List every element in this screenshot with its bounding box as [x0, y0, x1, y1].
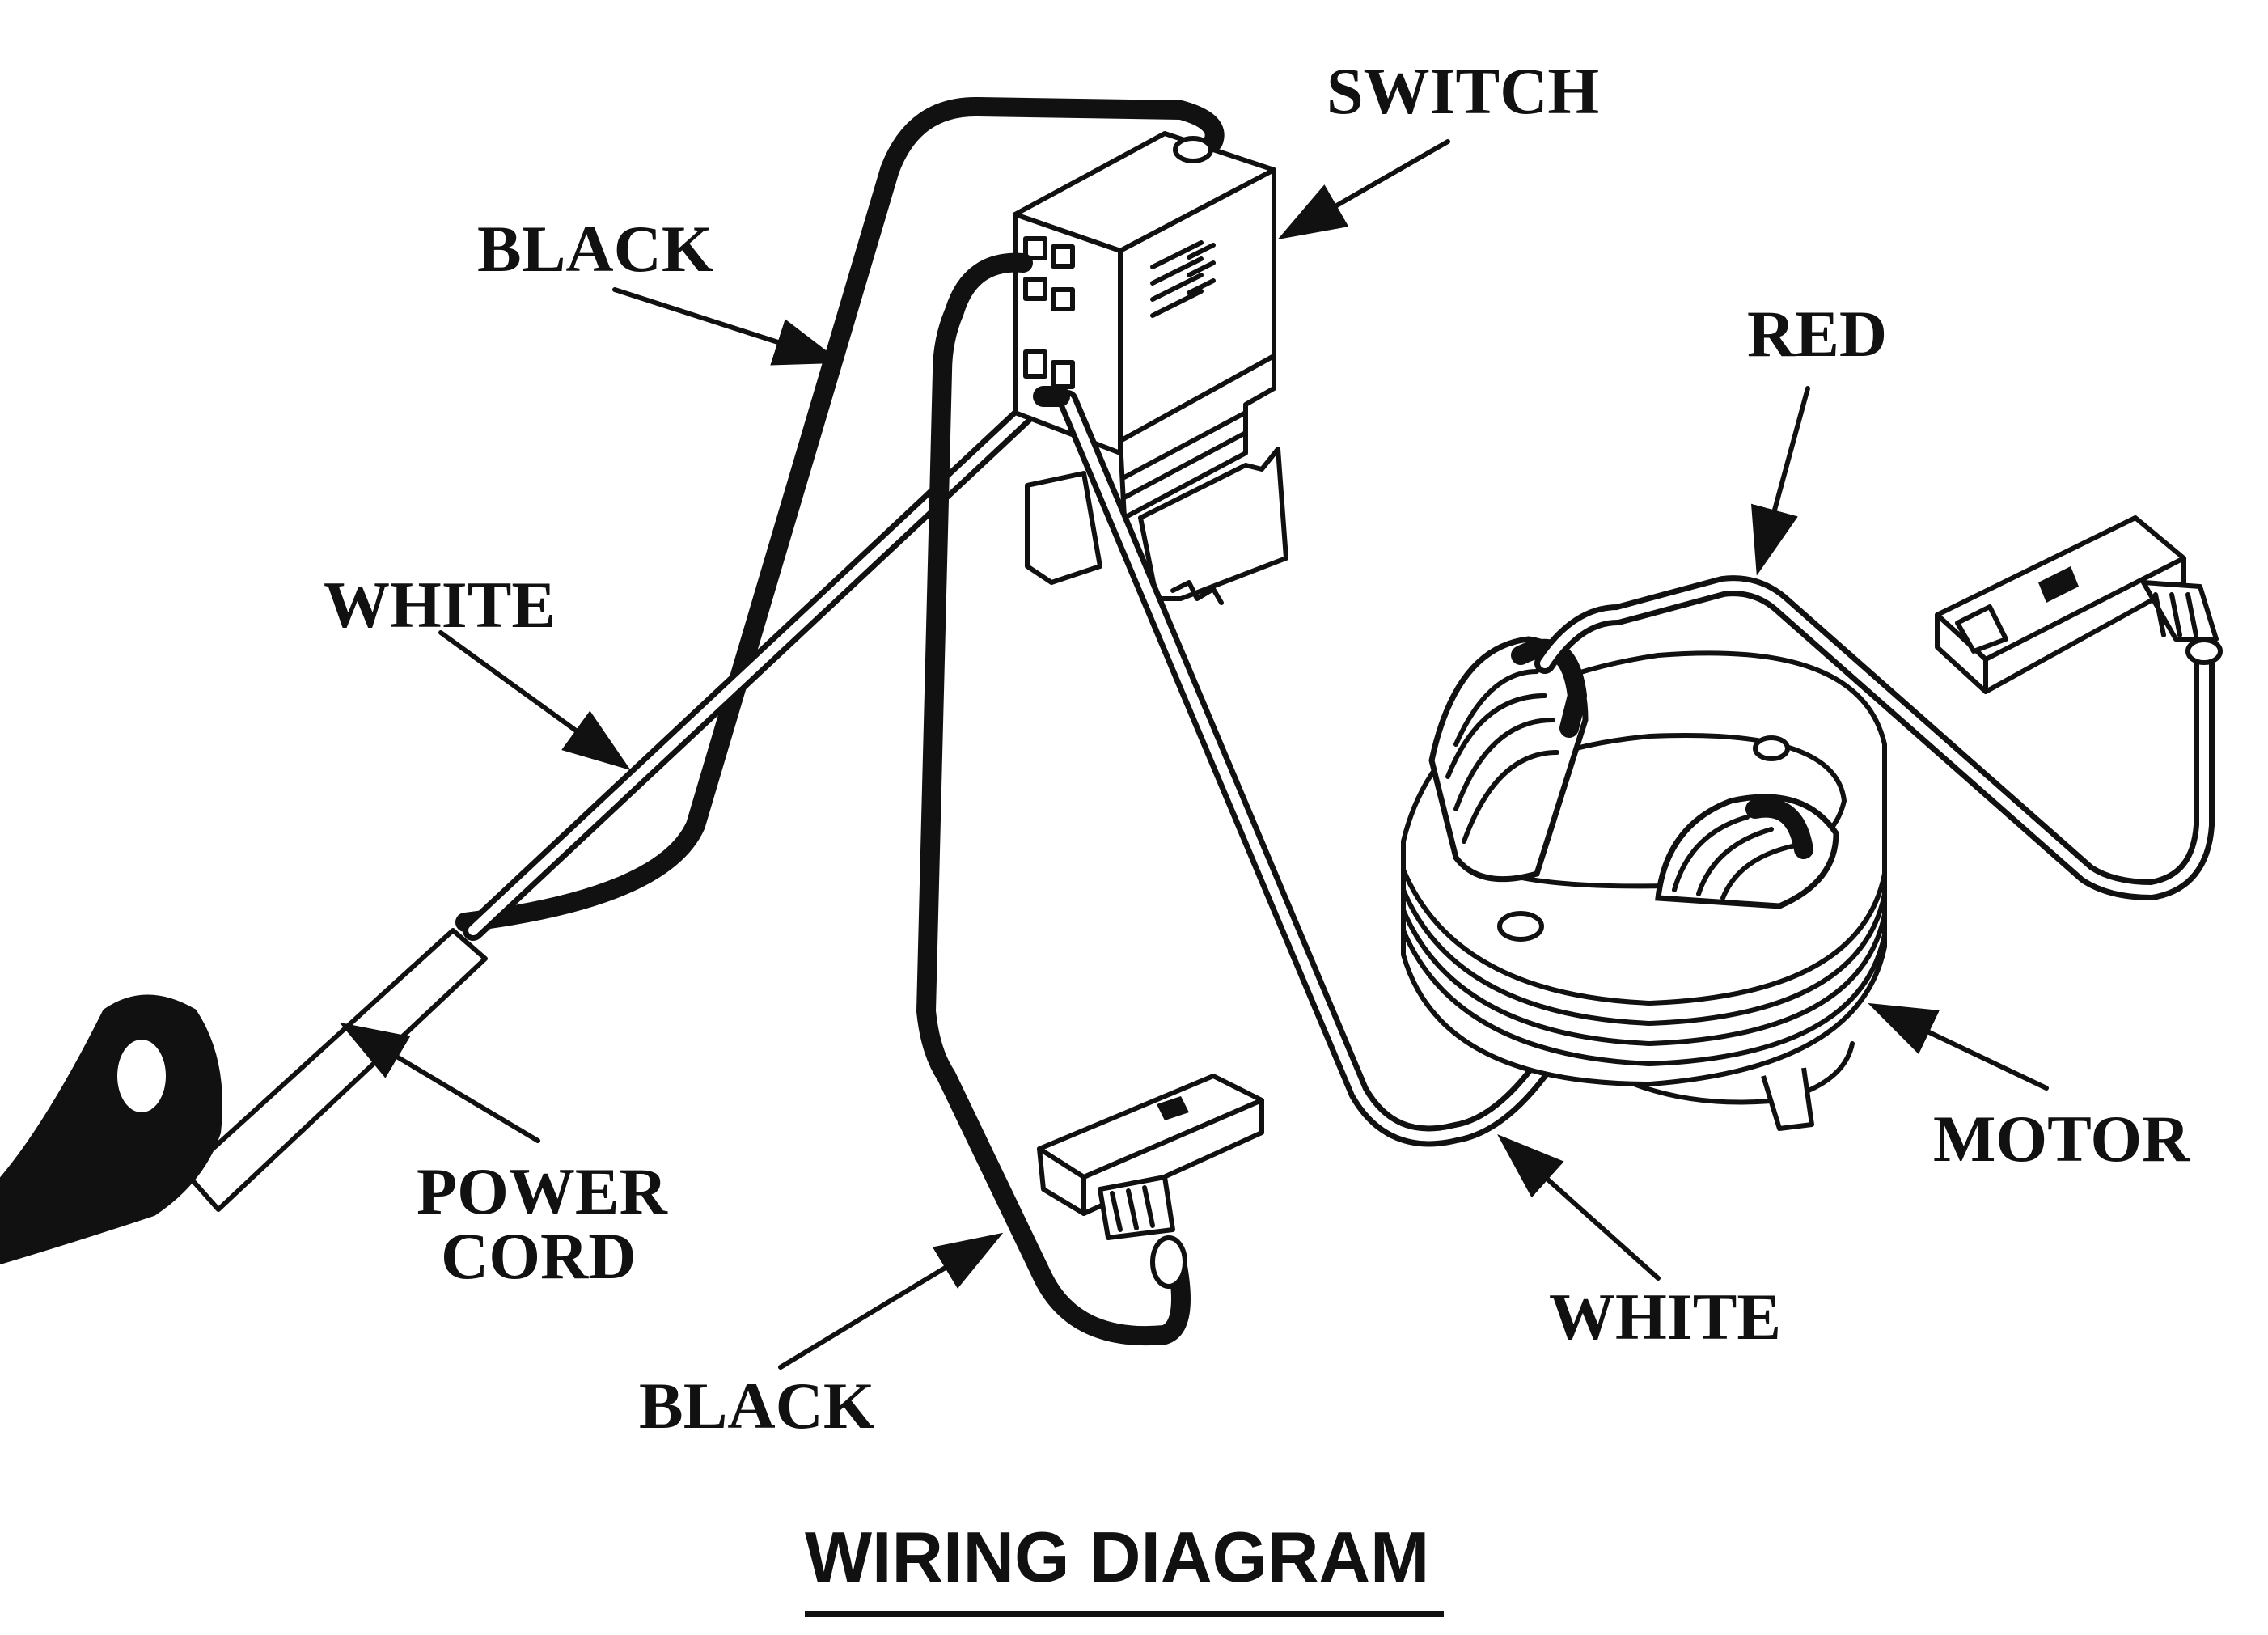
- label-black-bottom: BLACK: [639, 1369, 875, 1442]
- motor-stator-icon: [1401, 636, 1887, 1131]
- label-switch: SWITCH: [1327, 54, 1599, 128]
- black-wire-top: [455, 96, 1225, 932]
- diagram-title: WIRING DIAGRAM: [805, 1517, 1429, 1597]
- black-wire-bottom: [916, 252, 1191, 1346]
- switch-box-icon: [1013, 131, 1288, 605]
- label-black-top: BLACK: [477, 212, 713, 286]
- label-white-bottom: WHITE: [1549, 1280, 1781, 1353]
- connector-plug-bottom-icon: [1037, 1074, 1264, 1289]
- label-motor: MOTOR: [1933, 1102, 2190, 1175]
- label-white-left: WHITE: [324, 568, 556, 642]
- label-power-cord-line1: POWER: [417, 1154, 668, 1228]
- label-red: RED: [1747, 297, 1887, 371]
- leader-arrows: [339, 139, 2049, 1370]
- connector-plug-right-icon: [1935, 515, 2223, 694]
- power-cord-plug-icon: [0, 928, 488, 1265]
- label-power-cord-line2: CORD: [441, 1219, 636, 1293]
